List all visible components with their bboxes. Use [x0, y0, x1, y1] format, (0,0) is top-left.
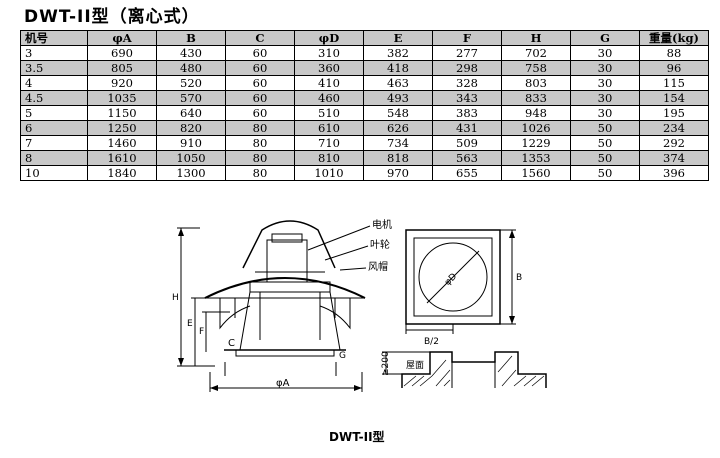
table-cell: 3.5	[20, 60, 88, 76]
table-cell: 970	[363, 165, 433, 181]
table-cell: 80	[225, 165, 295, 181]
table-cell: 80	[225, 120, 295, 136]
table-cell: 1840	[87, 165, 157, 181]
table-cell: 1300	[156, 165, 226, 181]
table-header-row: 机号 φA B C φD E F H G 重量(kg)	[20, 30, 709, 46]
label-h: H	[172, 293, 179, 303]
label-hood: 风帽	[368, 260, 388, 273]
table-cell: 463	[363, 75, 433, 91]
table-cell: 833	[501, 90, 571, 106]
table-cell: 418	[363, 60, 433, 76]
header-cell: 重量(kg)	[639, 30, 709, 46]
table-cell: 374	[639, 150, 709, 166]
table-cell: 460	[294, 90, 364, 106]
label-d: φD	[443, 272, 459, 288]
label-impeller: 叶轮	[370, 238, 390, 251]
table-cell: 563	[432, 150, 502, 166]
label-f: F	[199, 327, 204, 337]
table-cell: 50	[570, 150, 640, 166]
table-cell: 1010	[294, 165, 364, 181]
header-cell: 机号	[20, 30, 88, 46]
table-cell: 298	[432, 60, 502, 76]
table-cell: 328	[432, 75, 502, 91]
table-cell: 234	[639, 120, 709, 136]
label-c: C	[228, 338, 235, 349]
label-roof: 屋面	[406, 360, 424, 371]
table-cell: 96	[639, 60, 709, 76]
label-e: E	[187, 319, 193, 329]
table-cell: 310	[294, 45, 364, 61]
table-cell: 382	[363, 45, 433, 61]
table-cell: 1560	[501, 165, 571, 181]
header-cell: H	[501, 30, 571, 46]
table-cell: 655	[432, 165, 502, 181]
label-b-half: B/2	[424, 337, 439, 347]
label-g: G	[339, 351, 346, 361]
header-cell: G	[570, 30, 640, 46]
table-cell: 710	[294, 135, 364, 151]
table-cell: 30	[570, 60, 640, 76]
label-200: ≥200	[381, 351, 391, 376]
page-title: DWT-II型（离心式）	[24, 7, 200, 27]
label-a: φA	[276, 378, 290, 389]
table-cell: 396	[639, 165, 709, 181]
table-cell: 805	[87, 60, 157, 76]
table-cell: 431	[432, 120, 502, 136]
table-cell: 50	[570, 165, 640, 181]
table-cell: 570	[156, 90, 226, 106]
table-cell: 10	[20, 165, 88, 181]
table-cell: 1035	[87, 90, 157, 106]
table-cell: 8	[20, 150, 88, 166]
header-cell: φA	[87, 30, 157, 46]
header-cell: B	[156, 30, 226, 46]
label-b: B	[516, 273, 522, 283]
table-cell: 758	[501, 60, 571, 76]
table-cell: 80	[225, 150, 295, 166]
drawing-caption: DWT-II型	[329, 430, 385, 444]
table-cell: 360	[294, 60, 364, 76]
table-cell: 910	[156, 135, 226, 151]
header-cell: φD	[294, 30, 364, 46]
table-cell: 50	[570, 120, 640, 136]
table-cell: 430	[156, 45, 226, 61]
table-cell: 154	[639, 90, 709, 106]
table-cell: 30	[570, 90, 640, 106]
table-cell: 1610	[87, 150, 157, 166]
label-motor: 电机	[372, 218, 392, 231]
table-cell: 493	[363, 90, 433, 106]
header-cell: E	[363, 30, 433, 46]
table-cell: 1050	[156, 150, 226, 166]
table-cell: 480	[156, 60, 226, 76]
